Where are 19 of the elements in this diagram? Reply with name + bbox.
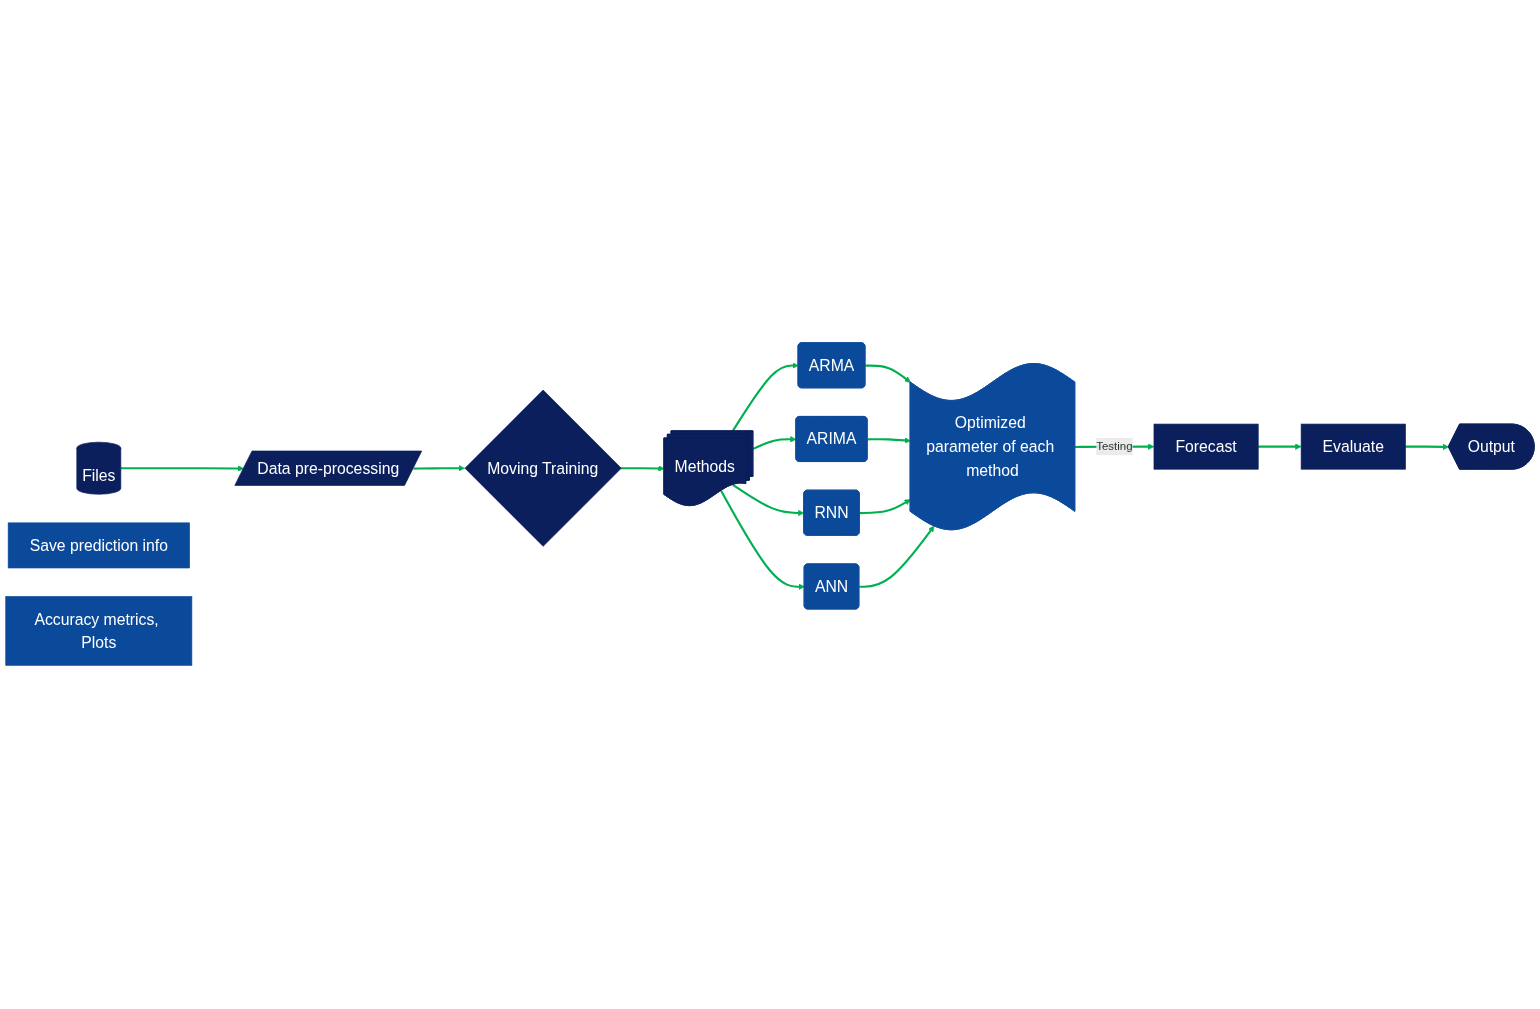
arrow: [865, 364, 911, 384]
arrow: [1405, 444, 1449, 451]
edge-label: Testing: [1096, 440, 1133, 453]
arrow: [859, 526, 935, 589]
arrow: [620, 465, 665, 473]
node-box: Save prediction info: [7, 523, 190, 569]
arrow: [731, 362, 799, 433]
arrow: [413, 465, 465, 472]
arrow: [1258, 444, 1302, 451]
arrow: [120, 465, 245, 473]
node-box: Evaluate: [1300, 424, 1406, 471]
arrow: [867, 437, 911, 445]
arrow: [859, 499, 911, 515]
node-box: Accuracy metrics, Plots: [5, 596, 193, 667]
node-diamond: Moving Training: [464, 390, 622, 548]
arrow: [732, 484, 805, 517]
node-box: Forecast: [1153, 424, 1259, 471]
arrow: [752, 436, 797, 451]
arrow: [720, 490, 805, 591]
